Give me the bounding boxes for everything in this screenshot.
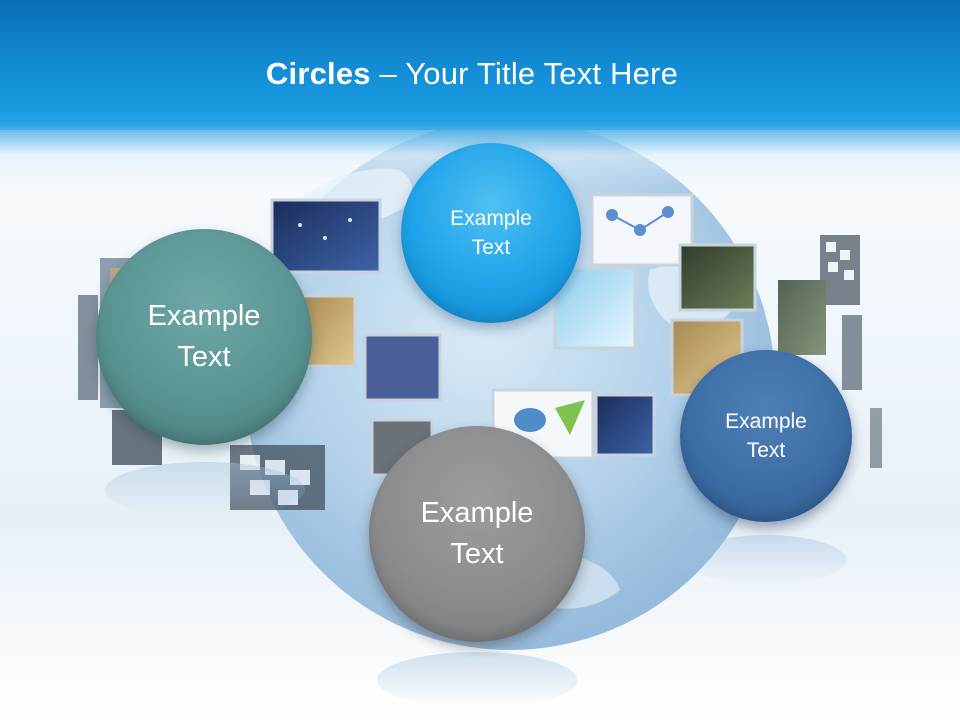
circle-teal-line1: Example <box>147 300 261 333</box>
circle-blue-line1: Example <box>450 206 532 230</box>
circle-gray-label: Example Text <box>421 493 534 574</box>
circle-navy-line2: Text <box>746 439 786 462</box>
circle-blue-label: Example Text <box>450 204 532 263</box>
slide-title-rest: – Your Title Text Here <box>370 56 679 91</box>
circle-blue-line2: Text <box>471 236 511 259</box>
circle-navy-line1: Example <box>725 409 807 433</box>
slide-title[interactable]: Circles – Your Title Text Here <box>0 56 944 92</box>
circle-navy[interactable]: Example Text <box>680 350 852 522</box>
circle-teal-label: Example Text <box>148 296 261 377</box>
circle-blue[interactable]: Example Text <box>401 143 581 323</box>
circle-navy-label: Example Text <box>725 407 807 466</box>
circle-teal[interactable]: Example Text <box>96 229 312 445</box>
circle-gray-line1: Example <box>420 497 534 530</box>
circle-teal-line2: Text <box>177 341 231 373</box>
slide-title-bold: Circles <box>265 56 371 91</box>
title-bar <box>0 0 960 130</box>
circle-gray-line2: Text <box>450 538 504 570</box>
circle-gray[interactable]: Example Text <box>369 426 585 642</box>
